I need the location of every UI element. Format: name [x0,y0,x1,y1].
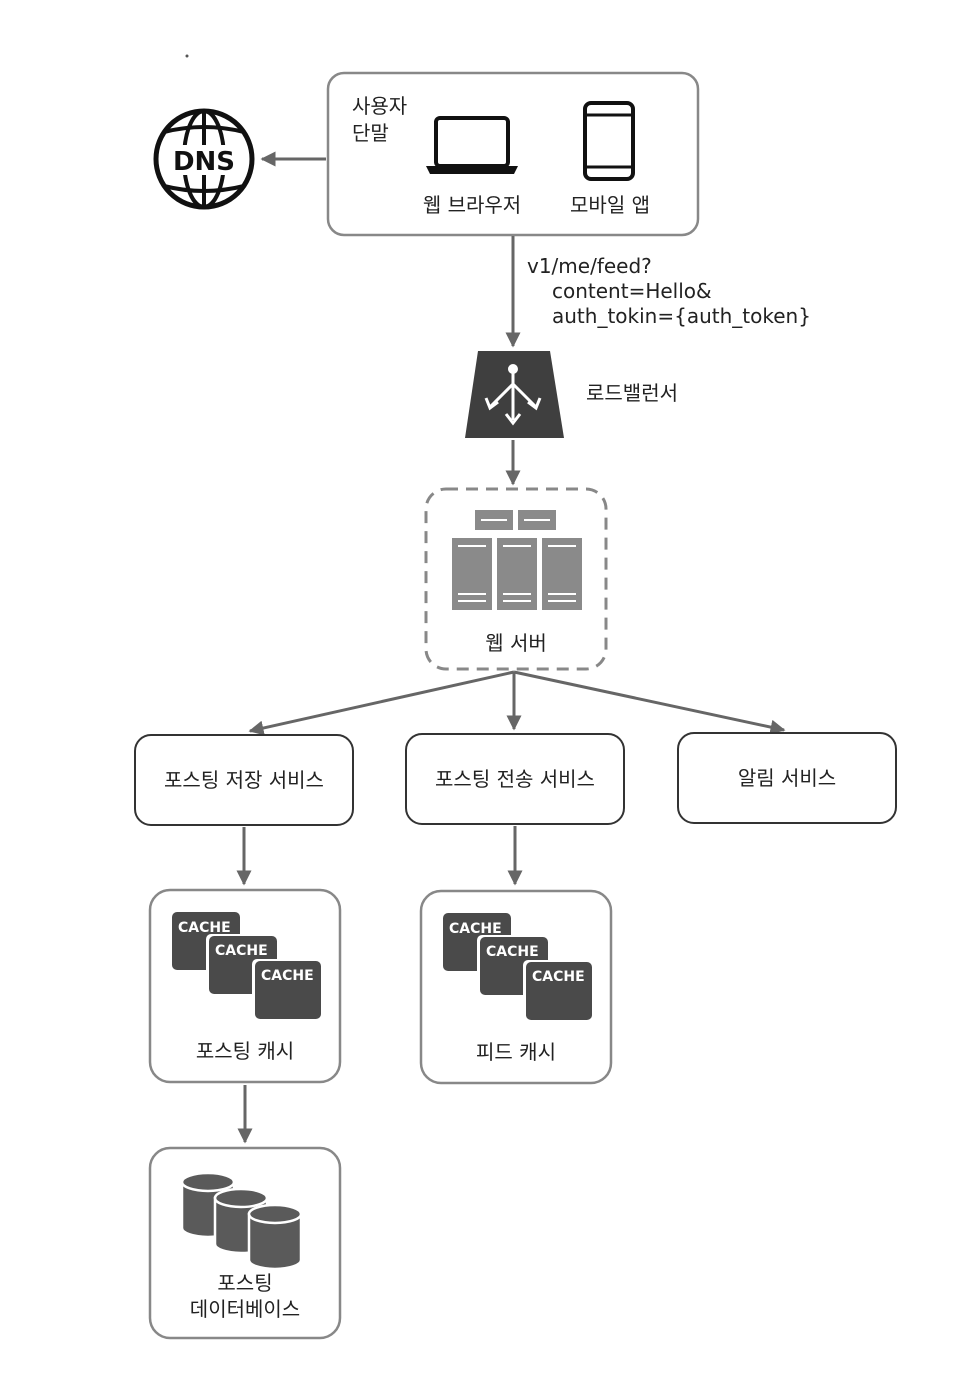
post-store-service-label: 포스팅 저장 서비스 [164,768,324,792]
post-db-box: 포스팅 데이터베이스 [148,1146,342,1340]
feed-cache-label: 피드 캐시 [476,1040,556,1064]
post-cache-tag-3: CACHE [261,968,314,984]
server-rack-icon [452,510,582,610]
post-db-label-line2: 데이터베이스 [190,1297,300,1321]
mobile-app-label: 모바일 앱 [570,193,650,217]
load-balancer-label: 로드밸런서 [586,381,678,405]
post-send-service-box: 포스팅 전송 서비스 [405,733,625,825]
client-devices-box: 사용자 단말 웹 브라우저 모바일 앱 [326,71,700,237]
request-line1: v1/me/feed? [527,254,652,278]
post-send-service-label: 포스팅 전송 서비스 [435,767,595,791]
notify-service-label: 알림 서비스 [738,766,836,790]
feed-cache-tag-3: CACHE [532,969,585,985]
post-cache-tag-1: CACHE [178,920,231,936]
dns-label: DNS [173,147,235,177]
post-db-label-line1: 포스팅 [217,1271,272,1295]
load-balancer-icon [465,351,564,438]
client-title-line2: 단말 [352,121,389,145]
feed-cache-icon: CACHE CACHE CACHE [443,913,593,1020]
mobile-phone-icon [583,101,635,181]
stray-dot [185,54,189,58]
feed-cache-box: CACHE CACHE CACHE 피드 캐시 [419,889,613,1085]
post-cache-box: CACHE CACHE CACHE 포스팅 캐시 [148,888,342,1084]
arrow-webserver-to-notify [513,670,786,735]
notify-service-box: 알림 서비스 [677,732,897,824]
feed-cache-tag-1: CACHE [449,921,502,937]
client-title-line1: 사용자 [352,94,407,118]
post-cache-tag-2: CACHE [215,943,268,959]
web-browser-label: 웹 브라우저 [423,193,521,217]
post-cache-label: 포스팅 캐시 [196,1039,294,1063]
database-icon [180,1171,303,1271]
post-store-service-box: 포스팅 저장 서비스 [134,734,354,826]
laptop-icon [426,116,518,174]
web-server-label: 웹 서버 [485,631,547,655]
post-cache-icon: CACHE CACHE CACHE [172,912,322,1019]
dns-globe-icon: DNS [153,108,255,210]
arrow-webserver-to-post-store [248,670,515,736]
web-server-group: 웹 서버 [424,487,608,671]
request-line3: auth_tokin={auth_token} [552,304,811,328]
feed-cache-tag-2: CACHE [486,944,539,960]
request-line2: content=Hello& [552,279,712,303]
